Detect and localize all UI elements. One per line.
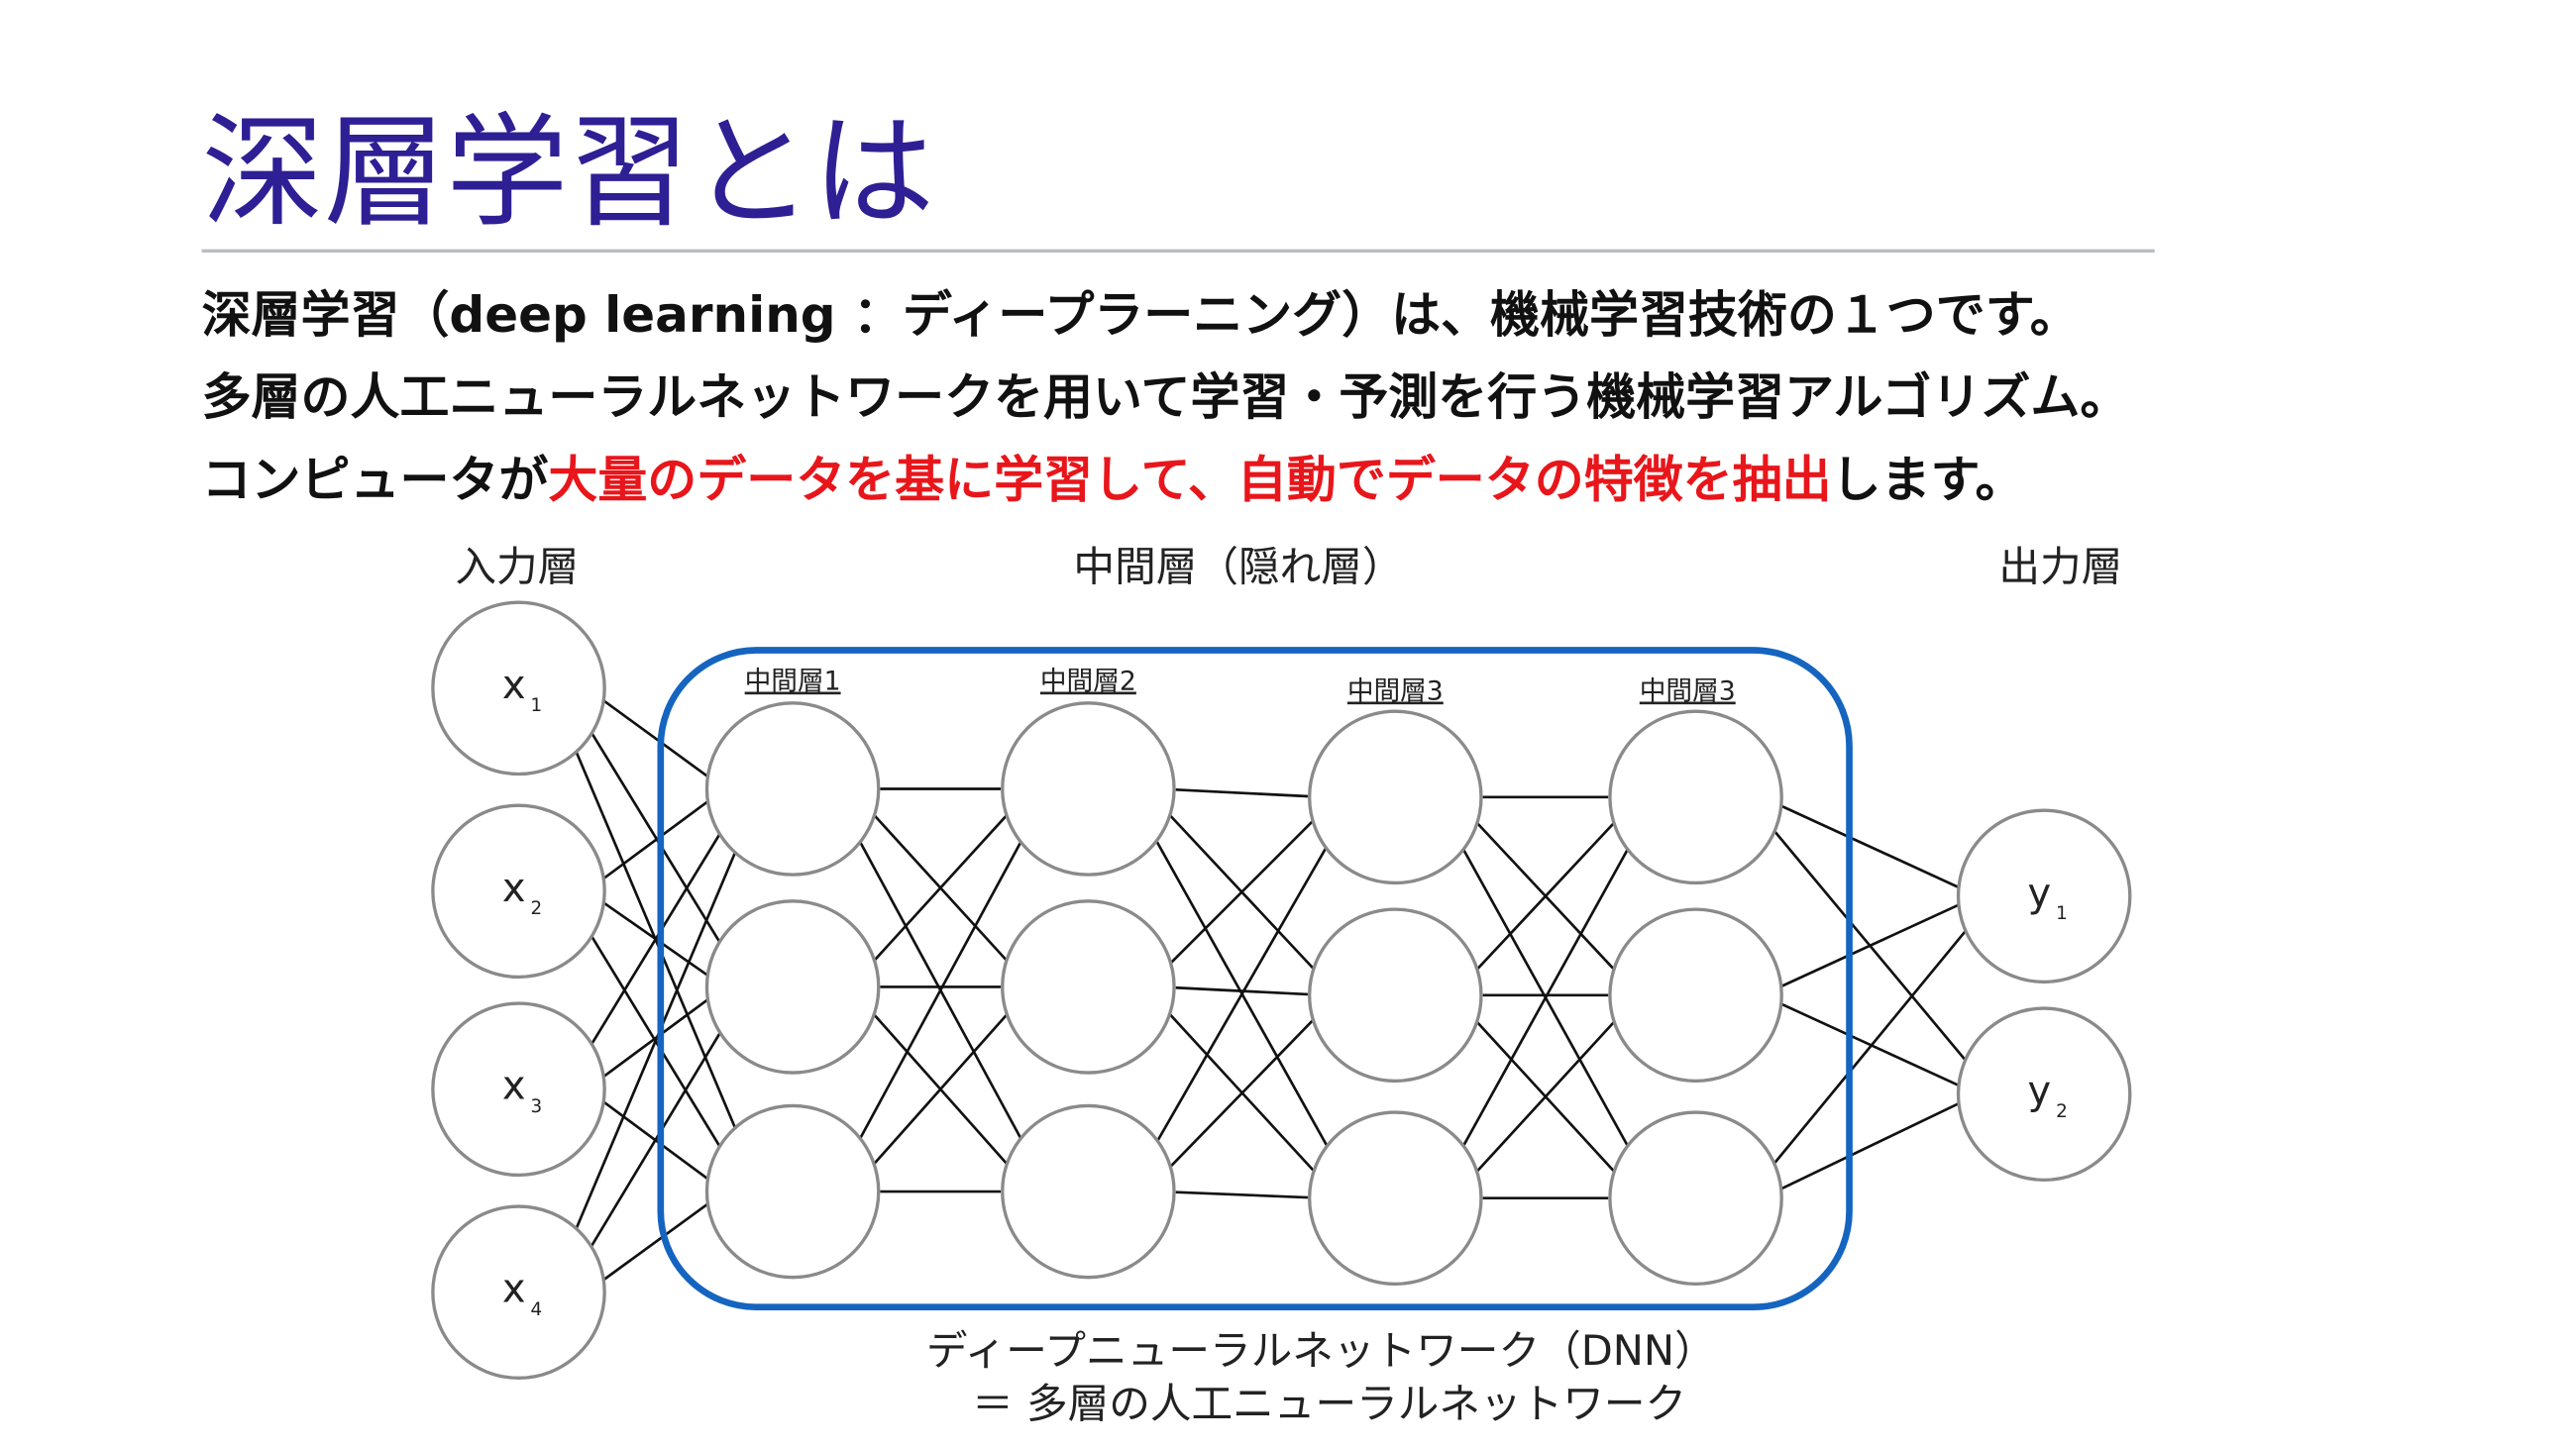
- hidden-layer-label: 中間層（隠れ層）: [1073, 543, 1403, 591]
- connection-edge: [577, 709, 735, 966]
- hidden-node: [1307, 709, 1483, 885]
- connection-edge: [1160, 1010, 1323, 1177]
- node-label-subscript: 2: [531, 898, 543, 919]
- hidden-node-circle: [1307, 907, 1483, 1084]
- hidden-node-circle: [704, 899, 881, 1075]
- dnn-box: [657, 647, 1853, 1311]
- caption-line-1: ディープニューラルネットワーク（DNN）: [926, 1326, 1716, 1375]
- connection-edge: [1779, 902, 1961, 988]
- hidden-node: [704, 1103, 881, 1280]
- hidden-node-circle: [1608, 1110, 1783, 1287]
- node-label-subscript: 2: [2056, 1101, 2068, 1122]
- connection-edge: [864, 804, 1017, 972]
- node-label-base: x: [502, 866, 526, 911]
- connection-edge: [559, 814, 753, 1267]
- connections: [559, 697, 1980, 1284]
- connection-edge: [1175, 1190, 1309, 1199]
- hidden-node: [1001, 1103, 1176, 1280]
- connection-edge: [1467, 812, 1624, 980]
- connection-edge: [576, 810, 735, 1069]
- caption-line-2: ＝ 多層の人工ニューラルネットワーク: [972, 1379, 1686, 1427]
- hidden-node: [1001, 899, 1176, 1075]
- hidden-node-circle: [704, 1103, 881, 1280]
- connection-edge: [1175, 787, 1309, 798]
- node-label-base: y: [2027, 1069, 2051, 1114]
- node-label-subscript: 4: [531, 1299, 543, 1320]
- input-node-circle: [431, 1204, 606, 1381]
- connection-edge: [599, 697, 711, 780]
- node-label-subscript: 3: [531, 1096, 543, 1117]
- node-label-base: y: [2027, 871, 2051, 916]
- hidden-sublabel-3: 中間層3: [1347, 676, 1444, 707]
- paragraph-line-1: 深層学習（deep learning ：ディープラーニング）は、機械学習技術の１…: [202, 286, 2080, 344]
- connection-edge: [1161, 811, 1323, 973]
- hidden-node-circle: [1001, 899, 1176, 1075]
- slide-title: 深層学習とは: [202, 103, 935, 245]
- connection-edge: [599, 798, 712, 882]
- hidden-node: [1608, 709, 1783, 885]
- input-node-circle: [431, 1001, 606, 1178]
- hidden-node-circle: [1001, 701, 1176, 877]
- connection-edge: [843, 812, 1038, 1169]
- node-label-subscript: 1: [2056, 903, 2068, 924]
- output-layer-label: 出力層: [1998, 543, 2122, 591]
- output-node-circle: [1956, 808, 2132, 984]
- input-layer-label: 入力層: [455, 543, 579, 591]
- hidden-node: [1001, 701, 1176, 877]
- hidden-sublabel-2: 中間層2: [1040, 667, 1136, 697]
- connection-edge: [576, 1008, 736, 1271]
- hidden-node-circle: [1307, 709, 1483, 885]
- hidden-node: [1307, 1110, 1483, 1287]
- line3-segment-1: コンピュータが: [202, 452, 549, 509]
- node-label-base: x: [502, 1064, 526, 1109]
- node-label-base: x: [502, 663, 526, 708]
- hidden-node-circle: [1608, 907, 1783, 1084]
- connection-edge: [1779, 803, 1961, 889]
- paragraph-line-3: コンピュータが大量のデータを基に学習して、自動でデータの特徴を抽出します。: [202, 452, 2025, 509]
- connection-edge: [1778, 1101, 1962, 1191]
- connection-edge: [1175, 985, 1309, 996]
- hidden-node-circle: [704, 701, 881, 877]
- output-node-circle: [1956, 1006, 2132, 1183]
- connection-edge: [1140, 820, 1343, 1169]
- line3-highlight: 大量のデータを基に学習して、自動でデータの特徴を抽出: [548, 452, 1831, 509]
- node-label-subscript: 1: [531, 695, 543, 716]
- connection-edge: [863, 1002, 1018, 1176]
- hidden-node: [1608, 1110, 1783, 1287]
- hidden-sublabel-1: 中間層1: [745, 667, 841, 697]
- connection-edge: [599, 1200, 711, 1284]
- hidden-node: [1307, 907, 1483, 1084]
- connection-edge: [1447, 820, 1645, 1176]
- hidden-node: [1608, 907, 1783, 1084]
- hidden-node-circle: [1001, 1103, 1176, 1280]
- node-label-base: x: [502, 1267, 526, 1312]
- hidden-node-circle: [1307, 1110, 1483, 1287]
- input-node-circle: [431, 803, 606, 980]
- hidden-node: [704, 899, 881, 1075]
- hidden-node: [704, 701, 881, 877]
- connection-edge: [1761, 914, 1980, 1180]
- paragraph-line-2: 多層の人工ニューラルネットワークを用いて学習・予測を行う機械学習アルゴリズム。: [202, 368, 2130, 426]
- hidden-sublabel-4: 中間層3: [1640, 676, 1736, 707]
- connection-edge: [1779, 1001, 1961, 1087]
- connection-edge: [1466, 1010, 1625, 1183]
- input-node-circle: [431, 600, 606, 776]
- line3-segment-3: します。: [1832, 452, 2025, 509]
- hidden-node-circle: [1608, 709, 1783, 885]
